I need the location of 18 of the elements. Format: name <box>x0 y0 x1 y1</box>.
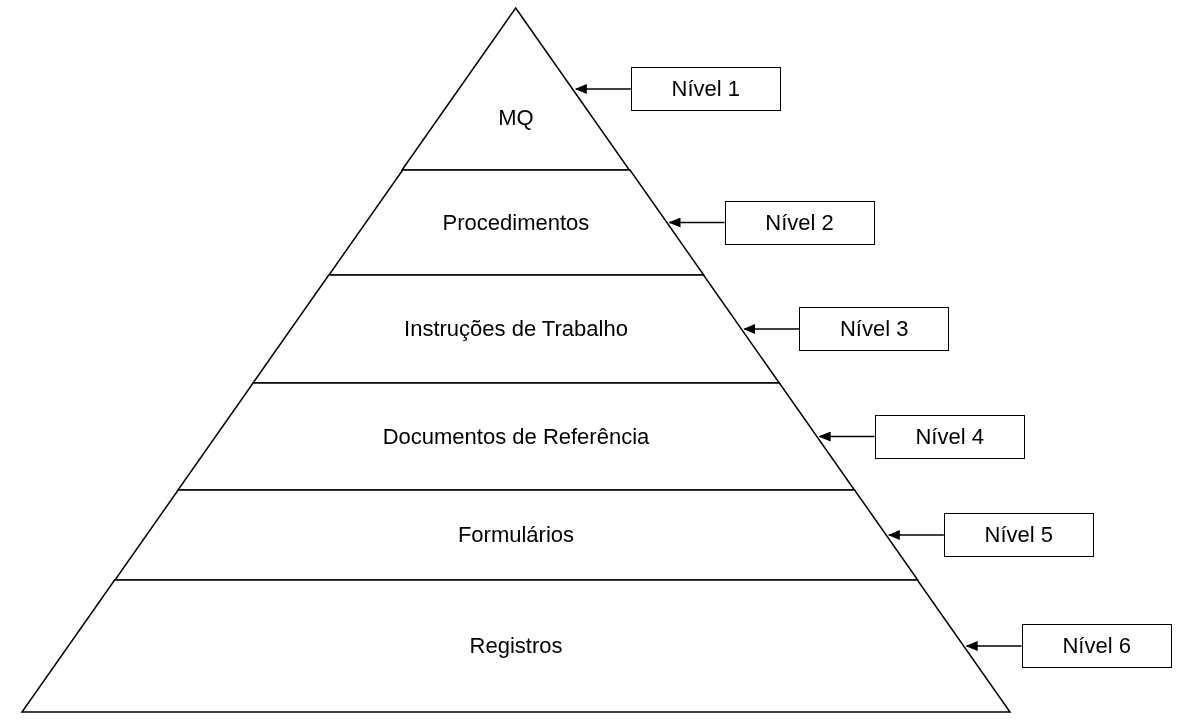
arrow <box>574 84 632 94</box>
arrow <box>668 217 726 228</box>
level-box: Nível 3 <box>799 307 950 351</box>
tier-label: Procedimentos <box>441 209 591 236</box>
tier-label: Documentos de Referência <box>381 423 651 450</box>
level-box: Nível 2 <box>724 200 875 245</box>
tier-label: Instruções de Trabalho <box>403 316 629 342</box>
arrow <box>743 324 800 334</box>
level-box: Nível 5 <box>943 513 1094 557</box>
tier-label: MQ <box>497 105 535 132</box>
level-box: Nível 6 <box>1021 624 1172 668</box>
tier-label: Formulários <box>456 522 576 548</box>
arrow <box>887 530 945 540</box>
arrow <box>965 641 1023 651</box>
arrow <box>818 431 876 442</box>
level-box: Nível 4 <box>874 414 1025 459</box>
tier-label: Registros <box>468 633 564 659</box>
level-box: Nível 1 <box>630 67 781 111</box>
